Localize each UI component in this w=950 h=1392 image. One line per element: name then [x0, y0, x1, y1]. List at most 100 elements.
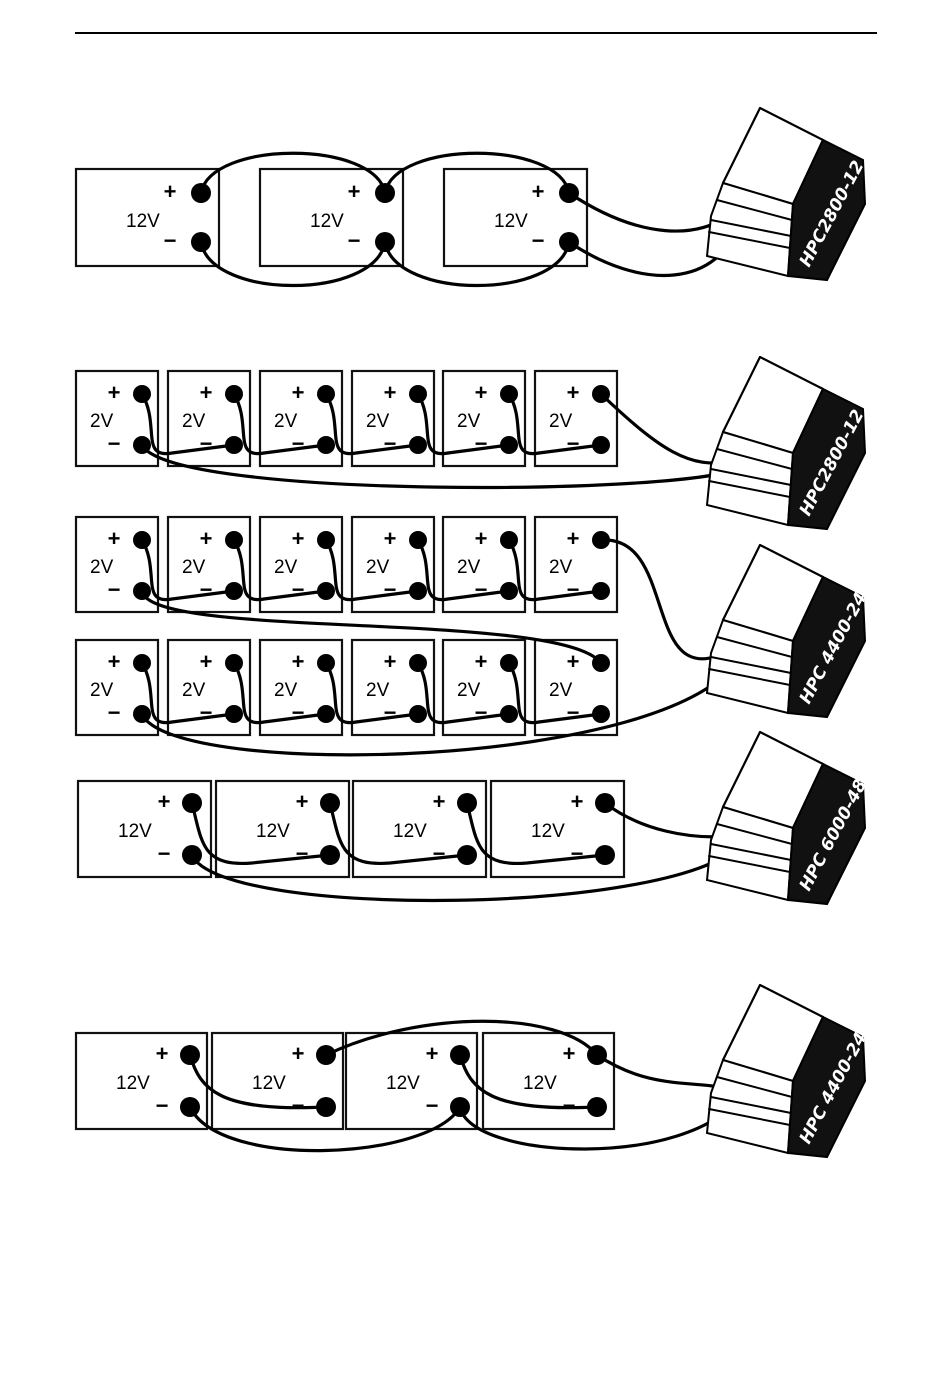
positive-sign: +	[384, 649, 397, 674]
negative-terminal	[409, 582, 427, 600]
negative-sign: −	[384, 700, 397, 725]
positive-terminal	[182, 793, 202, 813]
negative-terminal	[225, 582, 243, 600]
negative-terminal	[180, 1097, 200, 1117]
negative-sign: −	[426, 1093, 439, 1118]
negative-terminal	[409, 436, 427, 454]
positive-terminal	[592, 531, 610, 549]
positive-terminal	[409, 531, 427, 549]
battery-voltage-label: 12V	[523, 1073, 557, 1094]
negative-sign: −	[296, 841, 309, 866]
negative-terminal	[320, 845, 340, 865]
negative-sign: −	[475, 700, 488, 725]
positive-terminal	[317, 654, 335, 672]
battery-voltage-label: 2V	[366, 411, 390, 432]
positive-sign: +	[156, 1041, 169, 1066]
battery-voltage-label: 2V	[90, 557, 114, 578]
positive-terminal	[317, 385, 335, 403]
negative-terminal	[500, 705, 518, 723]
positive-sign: +	[567, 526, 580, 551]
negative-terminal	[133, 436, 151, 454]
negative-terminal	[592, 436, 610, 454]
positive-sign: +	[475, 526, 488, 551]
positive-terminal	[409, 654, 427, 672]
negative-sign: −	[292, 700, 305, 725]
negative-terminal	[225, 705, 243, 723]
negative-terminal	[317, 582, 335, 600]
battery-voltage-label: 2V	[274, 680, 298, 701]
positive-terminal	[500, 531, 518, 549]
battery-voltage-label: 12V	[126, 211, 160, 232]
positive-terminal	[559, 183, 579, 203]
positive-sign: +	[426, 1041, 439, 1066]
cable-charger-positive-d5	[597, 1055, 733, 1089]
battery-voltage-label: 2V	[457, 411, 481, 432]
positive-sign: +	[158, 789, 171, 814]
positive-sign: +	[200, 649, 213, 674]
negative-sign: −	[567, 577, 580, 602]
negative-sign: −	[567, 700, 580, 725]
battery-voltage-label: 2V	[90, 680, 114, 701]
negative-terminal	[500, 436, 518, 454]
negative-sign: −	[156, 1093, 169, 1118]
negative-sign: −	[348, 228, 361, 253]
battery-voltage-label: 12V	[494, 211, 528, 232]
positive-terminal	[500, 385, 518, 403]
positive-sign: +	[292, 526, 305, 551]
battery-voltage-label: 2V	[182, 680, 206, 701]
battery-voltage-label: 2V	[274, 411, 298, 432]
positive-sign: +	[292, 649, 305, 674]
negative-terminal	[133, 582, 151, 600]
negative-sign: −	[292, 431, 305, 456]
negative-sign: −	[200, 431, 213, 456]
negative-terminal	[587, 1097, 607, 1117]
negative-sign: −	[200, 577, 213, 602]
positive-terminal	[225, 385, 243, 403]
negative-terminal	[316, 1097, 336, 1117]
negative-sign: −	[164, 228, 177, 253]
positive-terminal	[133, 385, 151, 403]
positive-sign: +	[475, 649, 488, 674]
battery-voltage-label: 2V	[182, 557, 206, 578]
positive-terminal	[316, 1045, 336, 1065]
positive-terminal	[592, 654, 610, 672]
negative-sign: −	[475, 431, 488, 456]
positive-terminal	[500, 654, 518, 672]
negative-sign: −	[384, 431, 397, 456]
battery-voltage-label: 2V	[549, 680, 573, 701]
negative-terminal	[559, 232, 579, 252]
battery-voltage-label: 12V	[252, 1073, 286, 1094]
battery-voltage-label: 2V	[457, 557, 481, 578]
negative-sign: −	[200, 700, 213, 725]
positive-sign: +	[348, 179, 361, 204]
negative-terminal	[191, 232, 211, 252]
positive-sign: +	[292, 1041, 305, 1066]
positive-terminal	[191, 183, 211, 203]
positive-sign: +	[563, 1041, 576, 1066]
positive-terminal	[409, 385, 427, 403]
battery-12v-parallel-1: 12V+ −	[76, 169, 219, 266]
negative-terminal	[317, 705, 335, 723]
negative-terminal	[595, 845, 615, 865]
battery-voltage-label: 2V	[182, 411, 206, 432]
battery-voltage-label: 2V	[549, 411, 573, 432]
negative-sign: −	[563, 1093, 576, 1118]
batteries-layer: 12V+−12V+−12V+−2V+−2V+−2V+−2V+−2V+−2V+−2…	[76, 169, 624, 1129]
battery-voltage-label: 2V	[90, 411, 114, 432]
battery-voltage-label: 2V	[366, 557, 390, 578]
positive-sign: +	[164, 179, 177, 204]
battery-voltage-label: 12V	[310, 211, 344, 232]
positive-sign: +	[384, 380, 397, 405]
charger-d3: HPC 4400-24	[707, 545, 871, 717]
negative-terminal	[182, 845, 202, 865]
negative-sign: −	[158, 841, 171, 866]
charger-d1: HPC2800-12	[707, 108, 868, 280]
battery-voltage-label: 12V	[531, 821, 565, 842]
positive-sign: +	[108, 649, 121, 674]
negative-sign: −	[108, 700, 121, 725]
positive-sign: +	[108, 526, 121, 551]
charger-d4: HPC 6000-48	[707, 732, 871, 904]
negative-terminal	[133, 705, 151, 723]
